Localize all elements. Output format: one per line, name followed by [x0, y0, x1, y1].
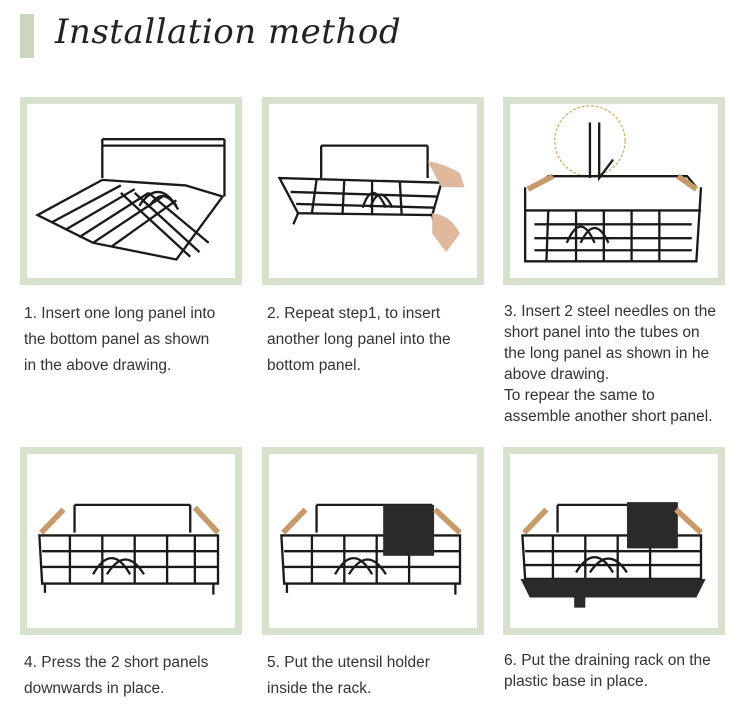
- step-3-image: [503, 97, 725, 285]
- step-4-image: [20, 447, 242, 635]
- step-5-caption: 5. Put the utensil holder inside the rac…: [267, 654, 430, 697]
- rack-flat-panels-drawing: [35, 138, 226, 261]
- step-5-image: [262, 447, 484, 635]
- rack-needle-detail-drawing: [523, 105, 703, 263]
- step-1-caption: 1. Insert one long panel into the bottom…: [24, 305, 216, 374]
- step-6-image: [503, 447, 725, 635]
- rack-on-plastic-base-drawing: [520, 502, 706, 608]
- step-2-image: [262, 97, 484, 285]
- step-2-caption: 2. Repeat step1, to insert another long …: [267, 305, 451, 374]
- title-accent-bar: [20, 14, 34, 58]
- step-6-caption: 6. Put the draining rack on the plastic …: [504, 652, 711, 690]
- rack-with-hands-drawing: [277, 144, 465, 253]
- rack-with-utensil-holder-drawing: [280, 503, 462, 595]
- step-4-caption: 4. Press the 2 short panels downwards in…: [24, 654, 209, 697]
- step-1-image: [20, 97, 242, 285]
- step-3-caption: 3. Insert 2 steel needles on the short p…: [504, 303, 716, 425]
- page-title: Installation method: [55, 12, 402, 52]
- rack-assembled-drawing: [38, 503, 221, 595]
